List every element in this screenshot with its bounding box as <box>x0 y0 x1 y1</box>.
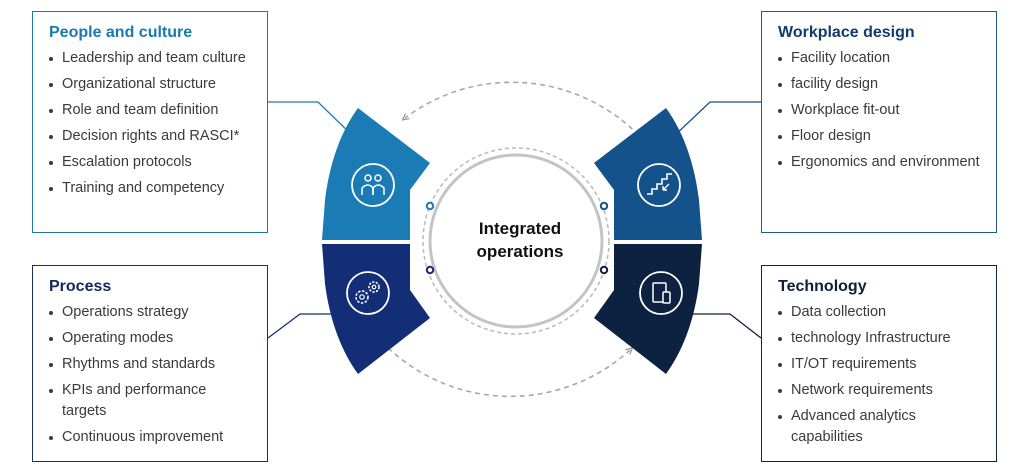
ring-dot <box>599 265 609 275</box>
list-item: KPIs and performance targets <box>49 380 251 422</box>
list-item: Data collection <box>778 302 980 323</box>
center-circle <box>428 153 604 329</box>
arrow-arc-top <box>405 81 646 143</box>
segment-workplace-design[interactable] <box>594 108 702 240</box>
list-item: Rhythms and standards <box>49 354 251 375</box>
connector-process <box>267 313 338 339</box>
list-item: Organizational structure <box>49 74 251 95</box>
people-and-culture-title: People and culture <box>49 24 193 41</box>
list-item: Operations strategy <box>49 302 251 323</box>
list-item: Escalation protocols <box>49 152 251 173</box>
stairs-icon <box>637 163 681 207</box>
segment-people-and-culture[interactable] <box>322 108 430 240</box>
center-outer-dashed-ring <box>422 147 610 335</box>
people-icon <box>351 163 395 207</box>
list-item: Continuous improvement <box>49 427 251 448</box>
list-item: Role and team definition <box>49 100 251 121</box>
connector-workplace <box>671 101 761 139</box>
list-item: Operating modes <box>49 328 251 349</box>
people-and-culture-list: Leadership and team culture Organization… <box>49 48 251 199</box>
gears-icon <box>346 271 390 315</box>
ring-dot <box>599 201 609 211</box>
process-list: Operations strategy Operating modes Rhyt… <box>49 302 251 448</box>
list-item: Decision rights and RASCI* <box>49 126 251 147</box>
list-item: Leadership and team culture <box>49 48 251 69</box>
list-item: IT/OT requirements <box>778 354 980 375</box>
list-item: Network requirements <box>778 380 980 401</box>
list-item: Ergonomics and environment <box>778 152 980 173</box>
list-item: Advanced analytics capabilities <box>778 406 980 448</box>
workplace-design-title: Workplace design <box>778 24 915 41</box>
ring-dot <box>425 265 435 275</box>
workplace-design-list: Facility location facility design Workpl… <box>778 48 980 173</box>
process-box: Process Operations strategy Operating mo… <box>32 265 268 462</box>
connector-people <box>268 101 356 139</box>
list-item: technology Infrastructure <box>778 328 980 349</box>
process-title: Process <box>49 278 112 295</box>
arrow-arc-bottom <box>369 327 630 398</box>
people-and-culture-box: People and culture Leadership and team c… <box>32 11 268 233</box>
center-title-line1: Integrated <box>479 219 561 238</box>
center-title-line2: operations <box>477 242 564 261</box>
list-item: facility design <box>778 74 980 95</box>
devices-icon <box>639 271 683 315</box>
connector-technology <box>690 313 762 339</box>
technology-box: Technology Data collection technology In… <box>761 265 997 462</box>
list-item: Floor design <box>778 126 980 147</box>
list-item: Workplace fit-out <box>778 100 980 121</box>
ring-dot <box>425 201 435 211</box>
list-item: Facility location <box>778 48 980 69</box>
list-item: Training and competency <box>49 178 251 199</box>
segment-process[interactable] <box>322 244 430 374</box>
technology-list: Data collection technology Infrastructur… <box>778 302 980 448</box>
technology-title: Technology <box>778 278 867 295</box>
workplace-design-box: Workplace design Facility location facil… <box>761 11 997 233</box>
